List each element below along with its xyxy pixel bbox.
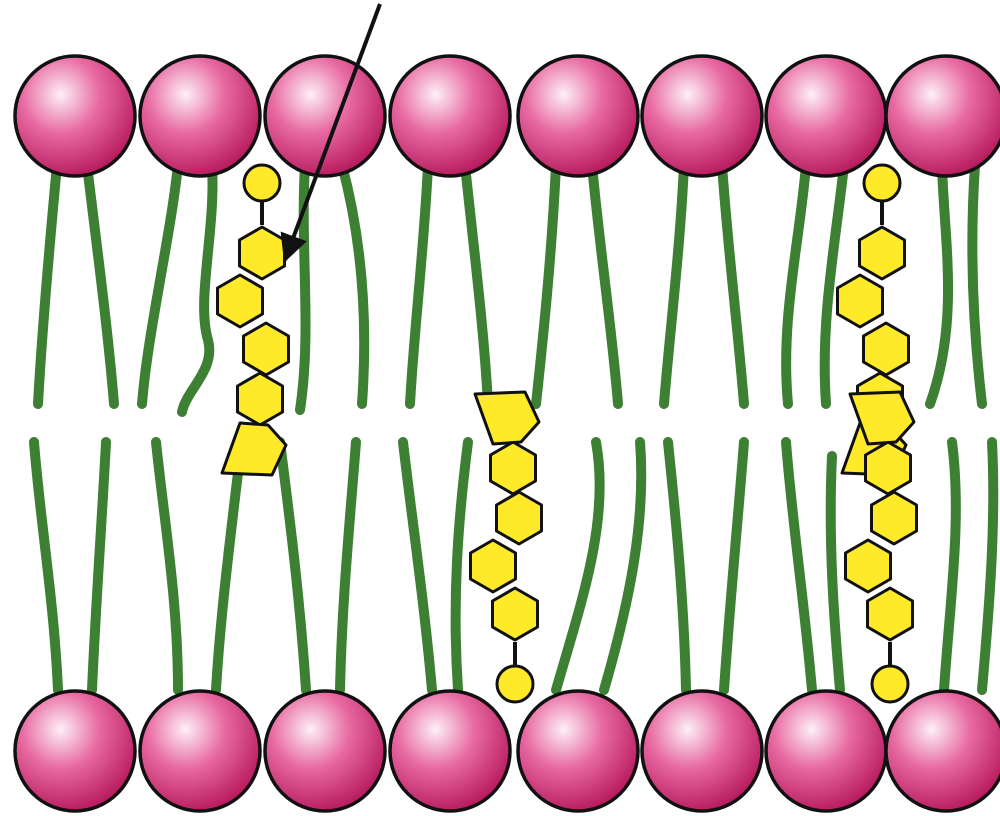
phospholipid-head <box>140 691 260 811</box>
phospholipid-head <box>390 691 510 811</box>
steroid-ring-icon <box>838 275 883 327</box>
steroid-ring-icon <box>868 588 913 640</box>
phospholipid-head <box>886 691 1000 811</box>
hydroxyl-group-icon <box>497 666 533 702</box>
phospholipid-head <box>140 56 260 176</box>
phospholipid-head <box>642 691 762 811</box>
steroid-ring-icon <box>864 323 909 375</box>
steroid-ring-icon <box>240 227 285 279</box>
phospholipid-head <box>15 691 135 811</box>
phospholipid-head <box>265 56 385 176</box>
steroid-ring-icon <box>872 492 917 544</box>
phospholipid-head <box>886 56 1000 176</box>
hydroxyl-group-icon <box>864 165 900 201</box>
steroid-ring-icon <box>497 492 542 544</box>
steroid-ring-icon <box>860 227 905 279</box>
phospholipid-head <box>766 56 886 176</box>
hydroxyl-group-icon <box>244 165 280 201</box>
phospholipid-head <box>766 691 886 811</box>
steroid-ring-icon <box>493 588 538 640</box>
phospholipid-head <box>518 691 638 811</box>
phospholipid-head <box>15 56 135 176</box>
phospholipid-head <box>265 691 385 811</box>
steroid-ring-icon <box>218 275 263 327</box>
steroid-ring-icon <box>238 373 283 425</box>
phospholipid-head <box>518 56 638 176</box>
hydroxyl-group-icon <box>872 666 908 702</box>
steroid-ring-icon <box>471 540 516 592</box>
phospholipid-head <box>390 56 510 176</box>
steroid-ring-icon <box>244 323 289 375</box>
steroid-ring-icon <box>866 442 911 494</box>
steroid-ring-icon <box>846 540 891 592</box>
steroid-ring-icon <box>491 442 536 494</box>
phospholipid-head <box>642 56 762 176</box>
